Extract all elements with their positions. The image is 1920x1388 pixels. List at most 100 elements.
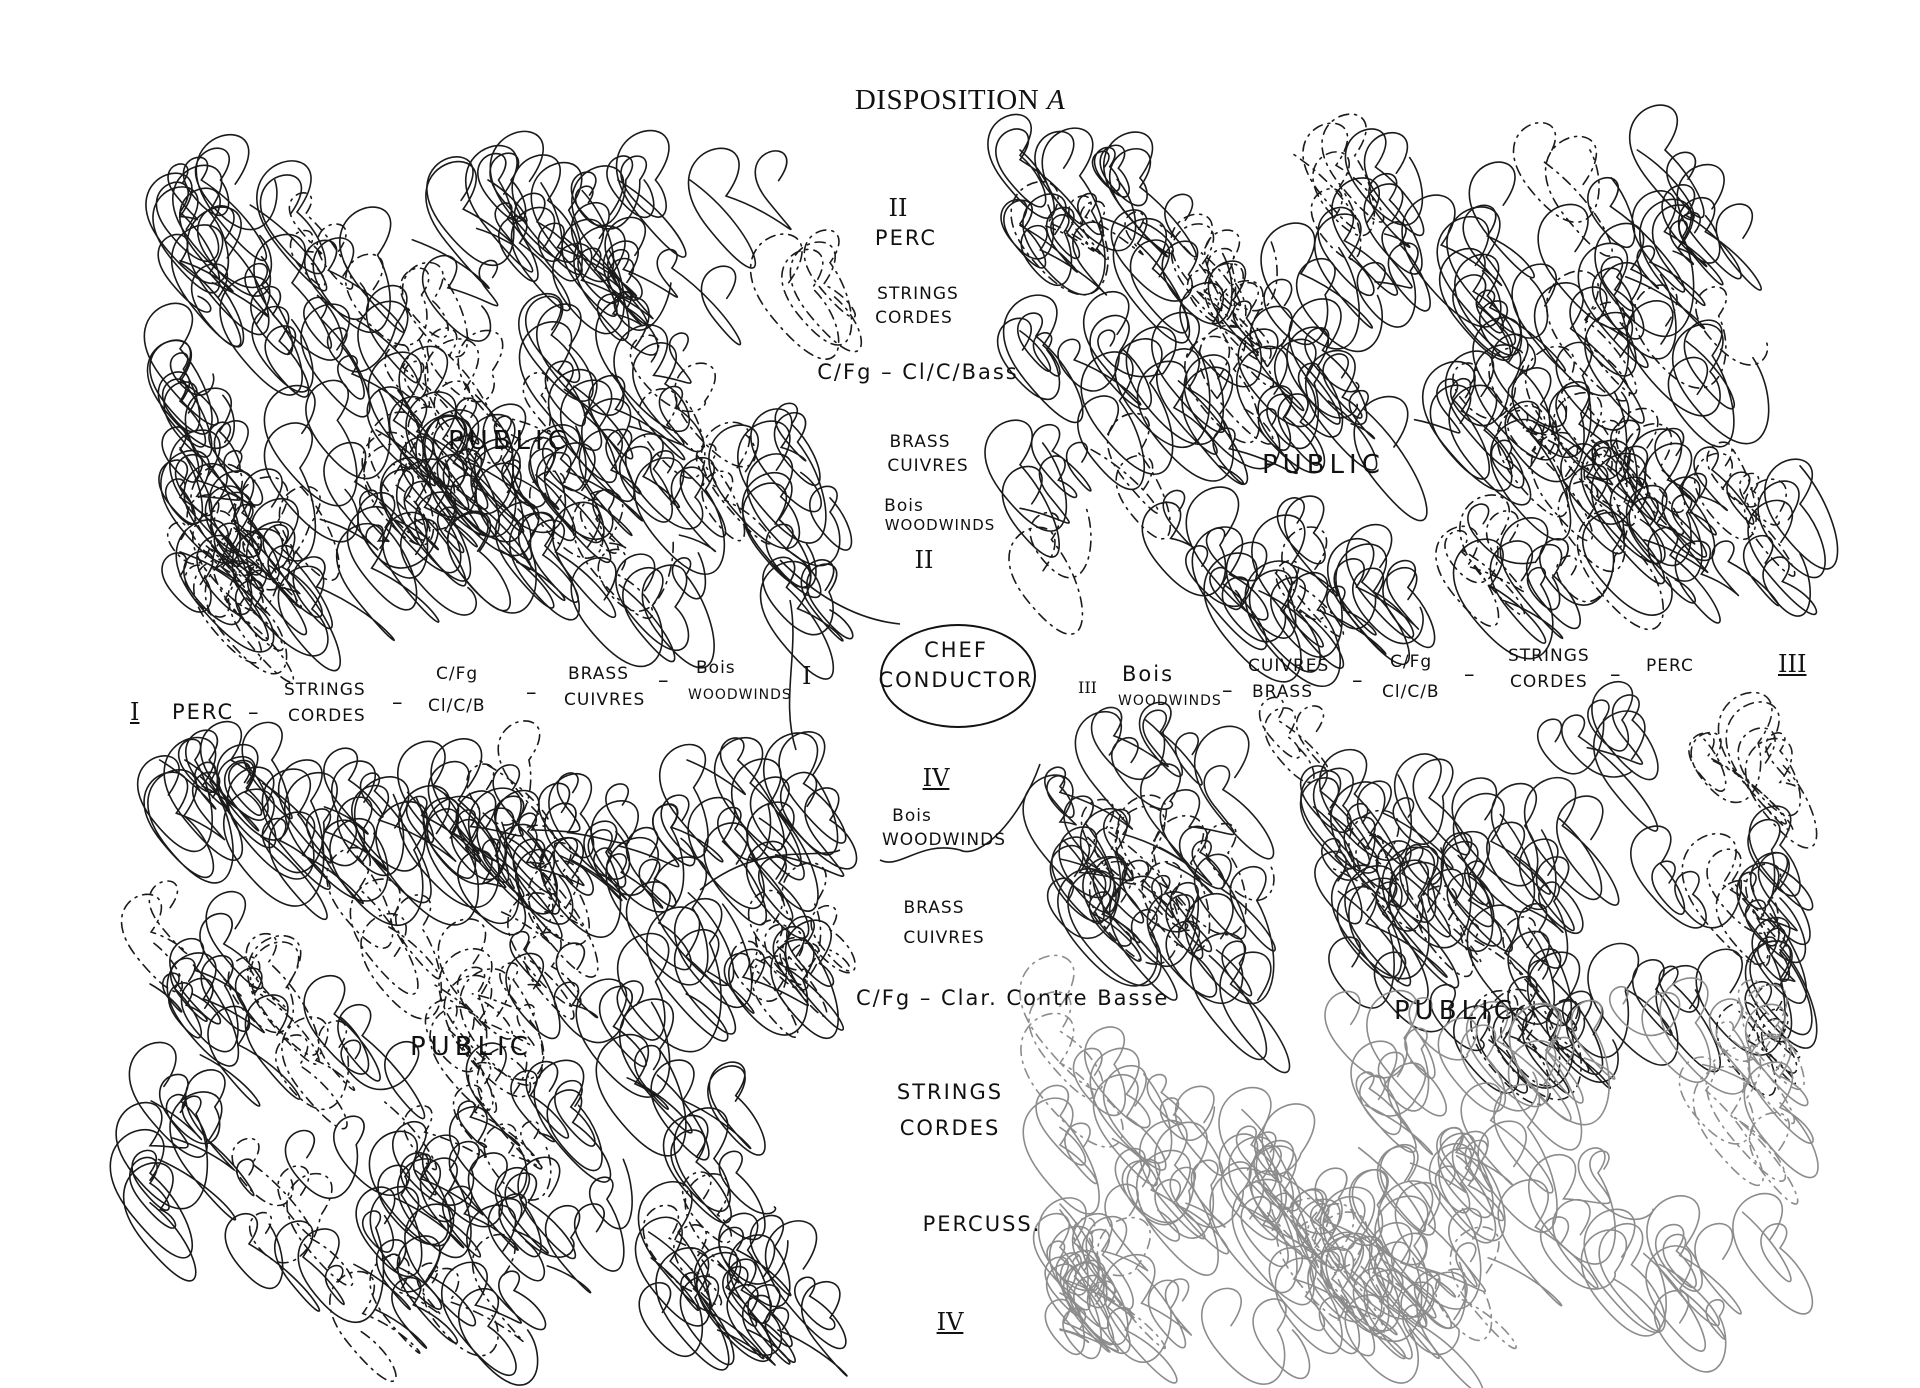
scribble-region-top-right	[984, 104, 1839, 687]
scribble-stroke	[143, 759, 234, 884]
scribble-stroke	[1416, 883, 1541, 995]
scribble-stroke	[263, 379, 391, 507]
scribble-stroke	[759, 556, 854, 680]
scribble-stroke	[1552, 391, 1686, 536]
scribble-stroke	[1059, 1259, 1131, 1355]
group-ii-number-bottom: II	[914, 546, 934, 574]
scribble-stroke	[1537, 203, 1649, 377]
group-i-bois: Bois	[696, 658, 736, 678]
scribble-stroke	[1630, 825, 1742, 929]
scribble-stroke	[1628, 104, 1705, 221]
scribble-stroke	[1287, 523, 1415, 670]
scribble-stroke	[570, 557, 676, 668]
scribble-stroke	[152, 181, 234, 294]
scribble-stroke	[1732, 1192, 1814, 1315]
group-i-clcb: Cl/C/B	[428, 696, 486, 716]
group-iii-perc: PERC	[1646, 656, 1694, 676]
scribble-stroke	[570, 129, 687, 258]
scribble-stroke	[1655, 965, 1722, 1073]
scribble-stroke	[231, 1137, 314, 1238]
public-bottom-left: PUBLIC	[410, 1032, 533, 1062]
scribble-stroke	[326, 284, 423, 427]
scribble-stroke	[1452, 538, 1581, 660]
scribble-stroke	[533, 1059, 612, 1183]
group-ii-cordes: CORDES	[875, 308, 953, 328]
scribble-stroke	[1324, 989, 1448, 1117]
scribble-stroke	[512, 783, 630, 915]
scribble-stroke	[355, 1164, 449, 1278]
scribble-stroke	[510, 1060, 570, 1143]
scribble-stroke	[1428, 1131, 1497, 1244]
scribble-stroke	[1110, 209, 1233, 344]
page-title: DISPOSITION A	[854, 84, 1066, 116]
scribble-stroke	[764, 1220, 848, 1377]
scribble-stroke	[421, 254, 499, 342]
group-i-brass: BRASS	[568, 664, 629, 684]
scribble-stroke	[374, 1203, 477, 1349]
scribble-stroke	[422, 394, 533, 561]
scribble-stroke	[749, 229, 863, 360]
scribble-stroke	[529, 398, 644, 544]
scribble-stroke	[1694, 441, 1796, 577]
scribble-stroke	[687, 758, 805, 926]
scribble-stroke	[1344, 128, 1425, 237]
scribble-stroke	[483, 1120, 552, 1201]
scribble-stroke	[595, 998, 693, 1157]
scribble-stroke	[1348, 389, 1428, 522]
group-ii-bois: Bois	[884, 496, 924, 516]
scribble-stroke	[1255, 1139, 1482, 1310]
scribble-stroke	[306, 760, 405, 877]
scribble-stroke	[163, 736, 277, 861]
connector-stroke	[879, 763, 1041, 863]
scribble-stroke	[593, 836, 735, 987]
scribble-stroke	[529, 470, 674, 619]
scribble-stroke	[1146, 1073, 1224, 1176]
scribble-stroke	[1356, 221, 1431, 328]
scribble-stroke	[984, 419, 1067, 558]
scribble-stroke	[1051, 736, 1190, 925]
group-ii-brass: BRASS	[889, 432, 951, 452]
scribble-stroke	[1258, 696, 1329, 783]
scribble-stroke	[422, 1233, 525, 1357]
scribble-stroke	[1314, 833, 1377, 925]
scribble-stroke	[1646, 1195, 1742, 1327]
scribble-stroke	[1486, 821, 1584, 935]
scribble-stroke	[634, 1181, 730, 1371]
scribble-stroke	[1435, 494, 1526, 627]
group-i-number-right: I	[802, 662, 812, 690]
scribble-stroke	[1556, 508, 1665, 631]
scribble-stroke	[1022, 1084, 1100, 1215]
scribble-stroke	[693, 1234, 793, 1365]
scribble-region-bottom-right-dark	[1022, 680, 1818, 1105]
scribble-stroke	[1080, 794, 1195, 932]
group-iii-clcb: Cl/C/B	[1382, 682, 1440, 702]
scribble-stroke	[1010, 180, 1145, 296]
scribble-stroke	[204, 529, 295, 683]
scribble-stroke	[1183, 354, 1298, 485]
scribble-stroke	[595, 296, 705, 453]
scribble-stroke	[224, 1212, 345, 1312]
scribble-stroke	[1159, 725, 1275, 895]
scribble-stroke	[1235, 1103, 1335, 1234]
scribble-stroke	[475, 202, 571, 312]
scribble-stroke	[1102, 1253, 1193, 1384]
public-bottom-right: PUBLIC	[1394, 996, 1517, 1026]
group-i-dash-4: –	[658, 668, 671, 692]
scribble-stroke	[397, 1134, 519, 1259]
scribble-stroke	[1528, 1147, 1654, 1265]
scribble-stroke	[115, 1093, 209, 1210]
scribble-stroke	[1022, 127, 1137, 296]
scribble-stroke	[241, 422, 359, 562]
scribble-stroke	[508, 501, 617, 621]
scribble-stroke	[160, 387, 264, 565]
scribble-stroke	[737, 402, 827, 544]
scribble-stroke	[1496, 405, 1594, 542]
scribble-stroke	[1077, 338, 1211, 491]
group-iv-cordes: CORDES	[899, 1116, 1001, 1140]
scribble-stroke	[1268, 1198, 1354, 1355]
scribble-stroke	[161, 550, 242, 626]
scribble-stroke	[346, 456, 472, 611]
scribble-stroke	[353, 1185, 443, 1311]
scribble-stroke	[184, 558, 263, 664]
scribble-stroke	[1057, 291, 1152, 410]
